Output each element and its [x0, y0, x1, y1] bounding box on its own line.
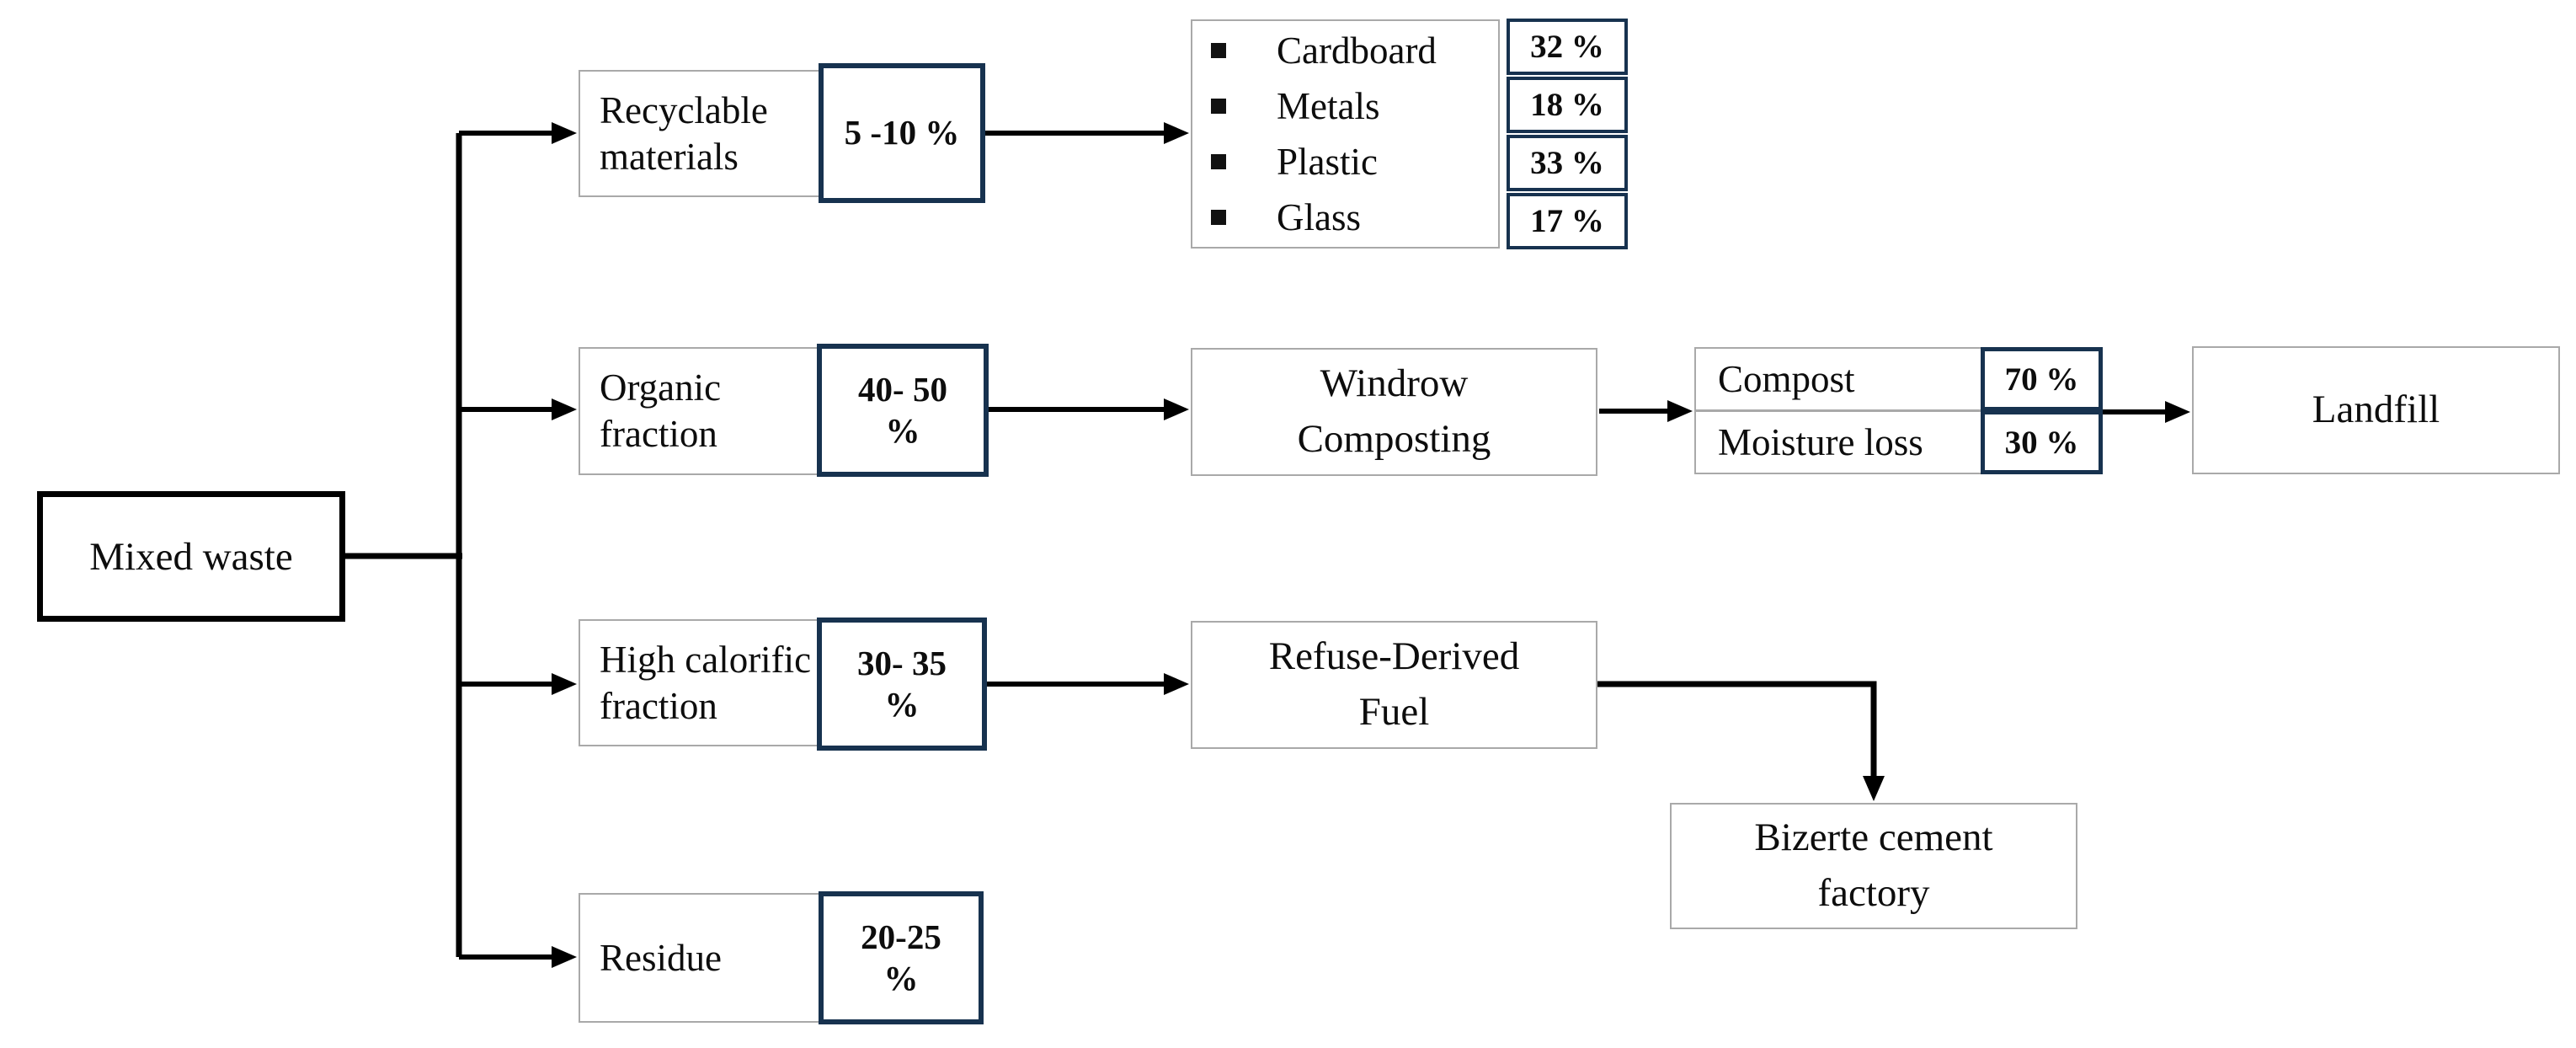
node-recyclable-materials: Recyclable materials	[579, 70, 823, 197]
share-organic-fraction: 40- 50 %	[817, 344, 989, 477]
list-item-cardboard-label: Cardboard	[1277, 29, 1437, 72]
node-mixed-waste-label: Mixed waste	[89, 534, 293, 579]
node-refuse-derived-fuel-label: Refuse-Derived Fuel	[1268, 634, 1520, 734]
list-item-metals-label: Metals	[1277, 85, 1380, 127]
square-bullet-icon	[1211, 210, 1226, 225]
node-landfill-label: Landfill	[2312, 388, 2440, 432]
node-refuse-derived-fuel: Refuse-Derived Fuel	[1191, 621, 1597, 749]
share-recyclable-materials-value: 5 -10 %	[844, 113, 960, 152]
pct-compost: 70 %	[1981, 347, 2103, 411]
node-residue-label: Residue	[600, 936, 722, 979]
list-item-cardboard: Cardboard	[1192, 23, 1498, 78]
pct-metals: 18 %	[1507, 77, 1628, 133]
node-organic-fraction: Organic fraction	[579, 347, 823, 475]
node-bizerte-cement-factory-label: Bizerte cement factory	[1754, 815, 1993, 915]
list-item-plastic-label: Plastic	[1277, 141, 1378, 183]
share-high-calorific-fraction: 30- 35 %	[817, 618, 987, 751]
node-windrow-composting-label: Windrow Composting	[1297, 361, 1491, 461]
node-residue: Residue	[579, 893, 823, 1023]
node-high-calorific-fraction: High calorific fraction	[579, 619, 823, 746]
node-organic-fraction-label: Organic fraction	[600, 366, 722, 455]
node-landfill: Landfill	[2192, 346, 2560, 474]
output-compost-label: Compost	[1718, 358, 1855, 400]
list-item-glass-label: Glass	[1277, 196, 1361, 238]
share-recyclable-materials: 5 -10 %	[819, 63, 985, 203]
list-item-glass: Glass	[1192, 190, 1498, 245]
pct-glass: 17 %	[1507, 193, 1628, 249]
recyclables-pct-column: 32 % 18 % 33 % 17 %	[1507, 19, 1628, 249]
square-bullet-icon	[1211, 154, 1226, 169]
pct-plastic: 33 %	[1507, 135, 1628, 191]
pct-moisture-loss: 30 %	[1981, 410, 2103, 474]
share-residue-value: 20-25 %	[861, 917, 941, 997]
node-windrow-composting: Windrow Composting	[1191, 348, 1597, 476]
node-recyclable-materials-label: Recyclable materials	[600, 88, 768, 178]
share-high-calorific-fraction-value: 30- 35 %	[857, 643, 947, 724]
square-bullet-icon	[1211, 99, 1226, 114]
node-bizerte-cement-factory: Bizerte cement factory	[1670, 803, 2077, 929]
output-row-moisture-loss: Moisture loss 30 %	[1694, 410, 2103, 474]
share-organic-fraction-value: 40- 50 %	[858, 369, 947, 450]
output-row-compost: Compost 70 %	[1694, 347, 2103, 411]
pct-cardboard: 32 %	[1507, 19, 1628, 75]
recyclables-list: Cardboard Metals Plastic Glass	[1191, 19, 1500, 249]
node-mixed-waste: Mixed waste	[37, 491, 345, 622]
list-item-plastic: Plastic	[1192, 134, 1498, 190]
arrow-rdf-to-cement-factory	[1597, 681, 1885, 801]
output-moisture-loss-label: Moisture loss	[1718, 421, 1923, 463]
list-item-metals: Metals	[1192, 78, 1498, 134]
square-bullet-icon	[1211, 43, 1226, 58]
node-high-calorific-fraction-label: High calorific fraction	[600, 638, 812, 727]
share-residue: 20-25 %	[819, 891, 984, 1024]
